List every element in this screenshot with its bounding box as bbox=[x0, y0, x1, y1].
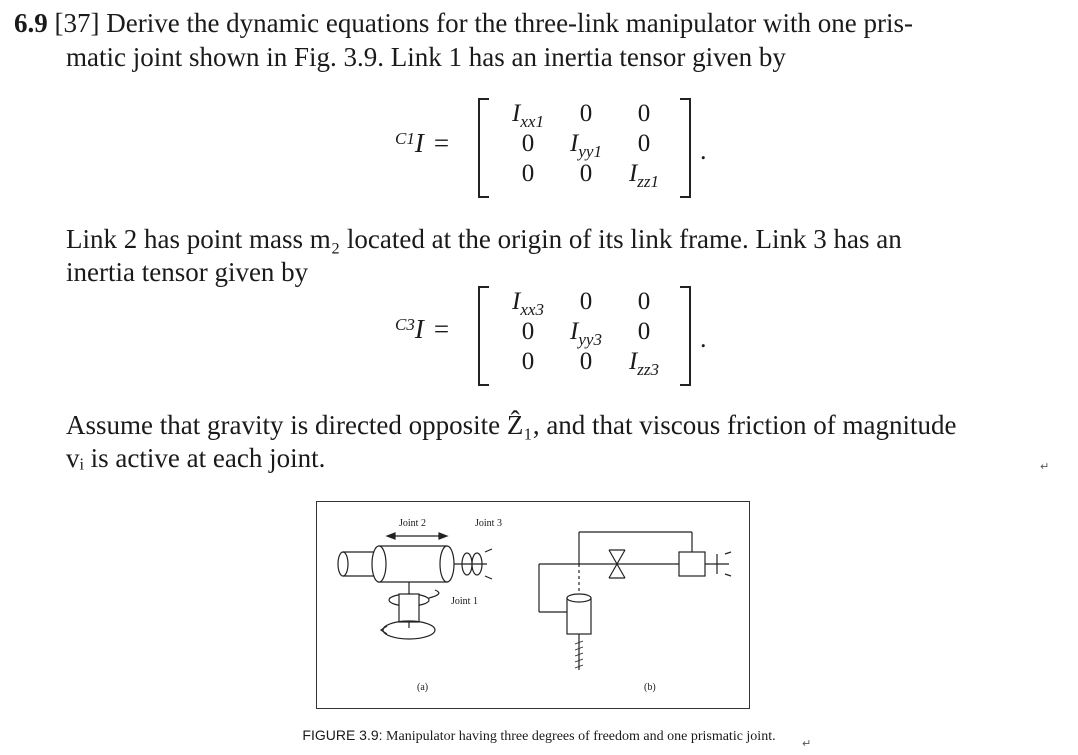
matrix1-period: . bbox=[700, 136, 707, 165]
matrix1-cell-r0c2: 0 bbox=[637, 100, 651, 127]
matrix2-cell-r0c0: Ixx3 bbox=[512, 288, 544, 319]
figure-3-9: Joint 2 Joint 3 Joint 1 (a) (b) bbox=[316, 501, 750, 709]
matrix1-lhs-sup: C1 bbox=[395, 129, 415, 148]
para3-line-2: vᵢ is active at each joint. bbox=[66, 443, 326, 473]
matrix1-lhs: C1I = bbox=[395, 128, 449, 159]
problem-text-1: Derive the dynamic equations for the thr… bbox=[106, 8, 913, 38]
matrix1-right-bracket bbox=[680, 98, 691, 198]
label-joint-1: Joint 1 bbox=[451, 596, 478, 607]
schematic-ground-hatch bbox=[574, 640, 584, 669]
matrix1-lhs-symbol: I bbox=[414, 128, 424, 158]
base-rotation-arrow bbox=[379, 625, 388, 635]
matrix2-cell-r1c2: 0 bbox=[637, 318, 651, 345]
matrix2-lhs-sup: C3 bbox=[395, 315, 415, 334]
matrix2-right-bracket bbox=[680, 286, 691, 386]
matrix1-cell-r1c1: Iyy1 bbox=[570, 130, 602, 161]
joint3-disc-2 bbox=[471, 552, 483, 576]
matrix2-left-bracket bbox=[478, 286, 489, 386]
matrix1-left-bracket bbox=[478, 98, 489, 198]
matrix2-lhs-symbol: I bbox=[414, 314, 424, 344]
matrix1-cell-r0c1: 0 bbox=[579, 100, 593, 127]
caption-prefix: FIGURE 3.9: bbox=[302, 727, 383, 743]
matrix2-period: . bbox=[700, 324, 707, 353]
problem-ref: [37] bbox=[54, 8, 100, 38]
joint2-arrow-left bbox=[385, 532, 396, 540]
paragraph-link2: Link 2 has point mass m₂ located at the … bbox=[66, 223, 1056, 289]
label-joint-2: Joint 2 bbox=[399, 518, 426, 529]
matrix2-cell-r2c2: Izz3 bbox=[628, 348, 660, 379]
arm-cylinder-right-face bbox=[439, 545, 455, 583]
schematic-base-cylinder bbox=[566, 597, 592, 635]
problem-statement: 6.9 [37] Derive the dynamic equations fo… bbox=[14, 6, 1064, 74]
matrix1-cell-r2c0: 0 bbox=[521, 160, 535, 187]
problem-line-2: matic joint shown in Fig. 3.9. Link 1 ha… bbox=[66, 42, 786, 72]
label-joint-3: Joint 3 bbox=[475, 518, 502, 529]
base-block bbox=[398, 593, 420, 623]
arm-cylinder-left-face bbox=[371, 545, 387, 583]
problem-line-1: 6.9 [37] Derive the dynamic equations fo… bbox=[14, 6, 1064, 40]
matrix2-cell-r2c0: 0 bbox=[521, 348, 535, 375]
para2-line-2: inertia tensor given by bbox=[66, 257, 309, 287]
schematic-prismatic-block bbox=[678, 551, 706, 577]
joint3-gripper bbox=[484, 548, 493, 580]
matrix1-cell-r0c0: Ixx1 bbox=[512, 100, 544, 131]
joint2-arrow-right bbox=[438, 532, 449, 540]
matrix2-cell-r1c0: 0 bbox=[521, 318, 535, 345]
joint1-arrow bbox=[428, 589, 440, 599]
para3-line-1: Assume that gravity is directed opposite… bbox=[66, 410, 957, 440]
matrix1-cell-r1c2: 0 bbox=[637, 130, 651, 157]
problem-number: 6.9 bbox=[14, 8, 48, 38]
matrix2-cell-r2c1: 0 bbox=[579, 348, 593, 375]
return-mark-1: ↵ bbox=[1040, 460, 1050, 473]
matrix2-lhs: C3I = bbox=[395, 314, 449, 345]
matrix2-cell-r0c1: 0 bbox=[579, 288, 593, 315]
figure-caption: FIGURE 3.9: Manipulator having three deg… bbox=[0, 727, 1078, 745]
para2-line-1: Link 2 has point mass m₂ located at the … bbox=[66, 224, 902, 254]
label-part-a: (a) bbox=[417, 682, 429, 693]
schematic-joint-bowtie bbox=[608, 549, 626, 579]
matrix1-cell-r1c0: 0 bbox=[521, 130, 535, 157]
schematic-base-top bbox=[566, 593, 592, 603]
caption-text: Manipulator having three degrees of free… bbox=[382, 729, 776, 744]
matrix1-cell-r2c1: 0 bbox=[579, 160, 593, 187]
manipulator-diagram bbox=[337, 531, 732, 670]
base-rotation-ellipse bbox=[382, 620, 436, 640]
matrix2-cell-r1c1: Iyy3 bbox=[570, 318, 602, 349]
matrix2-equals: = bbox=[433, 314, 450, 344]
matrix1-equals: = bbox=[433, 128, 450, 158]
schematic-gripper bbox=[724, 551, 732, 577]
matrix2-cell-r0c2: 0 bbox=[637, 288, 651, 315]
arm-left-end bbox=[337, 551, 349, 577]
arm-main-cylinder bbox=[378, 545, 448, 583]
label-part-b: (b) bbox=[644, 682, 656, 693]
return-mark-2: ↵ bbox=[802, 737, 812, 750]
matrix1-cell-r2c2: Izz1 bbox=[628, 160, 660, 191]
paragraph-gravity: Assume that gravity is directed opposite… bbox=[66, 409, 1056, 475]
